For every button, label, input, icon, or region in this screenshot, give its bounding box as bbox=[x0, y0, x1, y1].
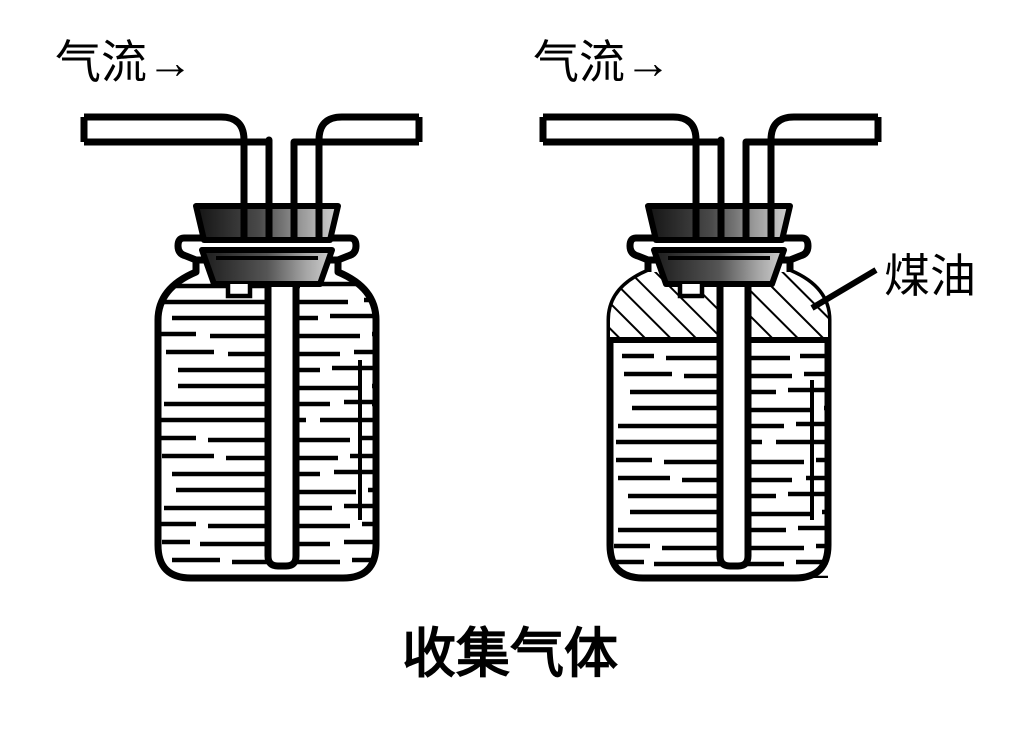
tube-right-inner-wall-r bbox=[742, 138, 878, 272]
stopper-plug-right bbox=[651, 247, 787, 287]
stopper-notch-left bbox=[225, 284, 253, 299]
gas-washing-bottle-right: 气流→ bbox=[533, 37, 976, 582]
kerosene-leader-line bbox=[810, 267, 878, 311]
water-fill-right bbox=[614, 353, 828, 578]
tube-through-stopper-right bbox=[692, 206, 775, 240]
tube-right-outer-wall bbox=[315, 113, 419, 272]
tube-group-left bbox=[80, 113, 423, 272]
gas-flow-label-right: 气流→ bbox=[533, 37, 671, 88]
water-fill-left bbox=[160, 281, 376, 565]
tube-left-inner-wall bbox=[84, 136, 273, 272]
stopper-notch-right bbox=[677, 284, 705, 299]
tube-left-inner-wall-r bbox=[543, 136, 725, 272]
tube-right-outer-wall-r bbox=[767, 113, 878, 272]
gas-flow-label-left: 气流→ bbox=[55, 37, 193, 88]
tube-group-right bbox=[539, 113, 882, 272]
gas-washing-bottle-left: 气流→ bbox=[55, 37, 423, 582]
figure-caption: 收集气体 bbox=[402, 624, 618, 684]
tube-through-stopper-left bbox=[240, 206, 323, 240]
tube-right-inner-wall bbox=[290, 138, 419, 272]
kerosene-label: 煤油 bbox=[884, 251, 976, 302]
intake-tube-left bbox=[264, 266, 300, 570]
intake-tube-right bbox=[716, 266, 752, 570]
stopper-plug-left bbox=[199, 247, 335, 287]
